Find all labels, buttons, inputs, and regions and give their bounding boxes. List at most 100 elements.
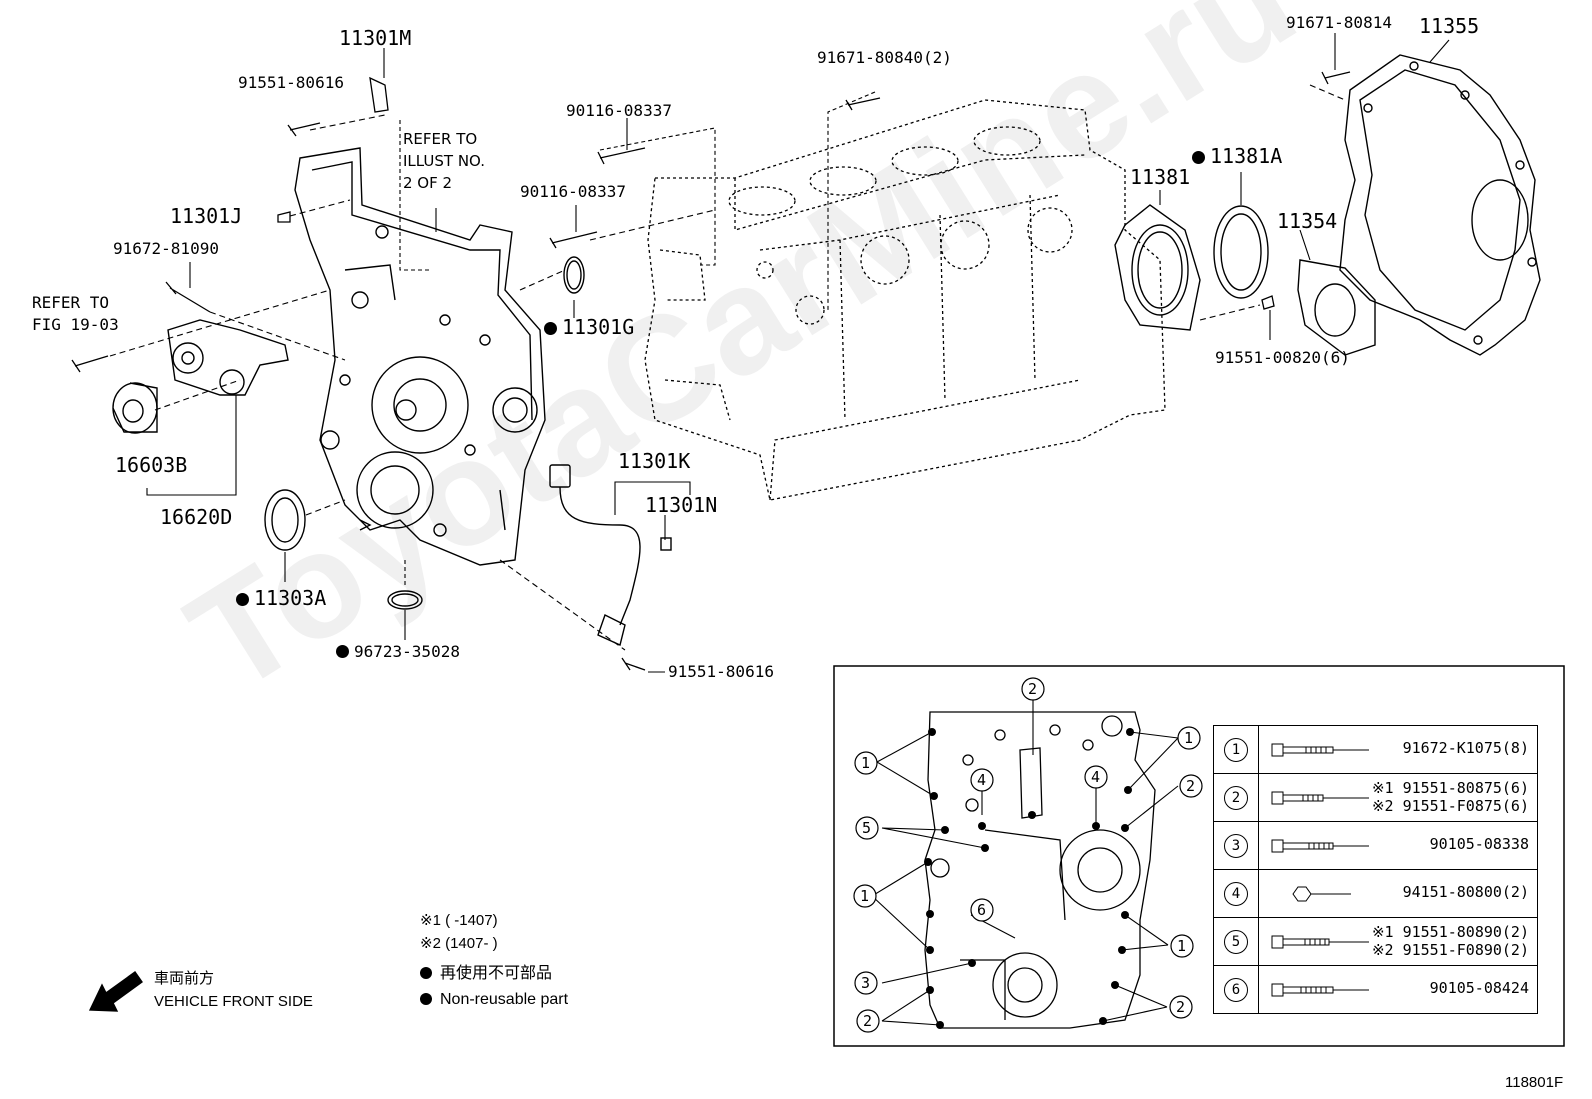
- label-11301N[interactable]: 11301N: [645, 493, 718, 517]
- legend-num-cell: 5: [1213, 917, 1259, 966]
- legend-part-number: 90105-08338: [1429, 835, 1529, 853]
- legend-part-cell: 90105-08338: [1258, 821, 1538, 870]
- legend-row[interactable]: 1 91672-K1075(8): [1213, 725, 1538, 774]
- legend-num-cell: 4: [1213, 869, 1259, 918]
- legend-part-cell: ※1 91551-80875(6) ※2 91551-F0875(6): [1258, 773, 1538, 822]
- bolt-icon: [1271, 935, 1369, 948]
- inset-callout-2b: 2: [1186, 777, 1196, 795]
- legend-row[interactable]: 4 94151-80800(2): [1213, 869, 1538, 918]
- inset-cover-drawing: [924, 711, 1156, 1029]
- label-90116-08337-b[interactable]: 90116-08337: [520, 182, 626, 201]
- label-91551-80616-bottom[interactable]: 91551-80616: [668, 662, 774, 681]
- legend-part-number: ※2 91551-F0890(2): [1371, 941, 1529, 959]
- label-11301J[interactable]: 11301J: [170, 204, 243, 228]
- label-11381A[interactable]: 11381A: [1192, 145, 1282, 167]
- seal-11303A: [264, 489, 306, 551]
- seals: [264, 54, 1541, 610]
- label-11301M[interactable]: 11301M: [339, 26, 412, 50]
- legend-num-cell: 6: [1213, 965, 1259, 1014]
- inset-callout-1a: 1: [861, 754, 871, 772]
- label-91671-80814[interactable]: 91671-80814: [1286, 13, 1392, 32]
- legend-num-cell: 3: [1213, 821, 1259, 870]
- non-reusable-jp: 再使用不可部品: [420, 965, 552, 983]
- label-91551-80616-top[interactable]: 91551-80616: [238, 73, 344, 92]
- vehicle-front-en: VEHICLE FRONT SIDE: [154, 993, 313, 1010]
- legend-num: 5: [1224, 929, 1248, 954]
- inset-bolt-dots: [924, 728, 1134, 1029]
- inset-callout-2d: 2: [1176, 998, 1186, 1016]
- bolt-icon: [1271, 839, 1369, 852]
- legend-num-cell: 2: [1213, 773, 1259, 822]
- legend-part-cell: ※1 91551-80890(2) ※2 91551-F0890(2): [1258, 917, 1538, 966]
- bullet-icon: [420, 967, 432, 979]
- label-refer-illust-3: 2 OF 2: [403, 174, 453, 192]
- bullet-icon: [420, 993, 432, 1005]
- label-11301K[interactable]: 11301K: [618, 449, 691, 473]
- inset-callout-4a: 4: [977, 771, 987, 789]
- label-refer-illust-2: ILLUST NO.: [403, 152, 486, 170]
- non-reusable-jp-text: 再使用不可部品: [440, 965, 553, 982]
- non-reusable-en: Non-reusable part: [420, 991, 568, 1009]
- label-90116-08337-a[interactable]: 90116-08337: [566, 101, 672, 120]
- inset-frame: [833, 665, 1565, 1047]
- label-96723-35028[interactable]: 96723-35028: [336, 643, 460, 661]
- oring-11301G: [563, 256, 585, 294]
- label-11354[interactable]: 11354: [1277, 209, 1338, 233]
- bolt-legend-table: 1 91672-K1075(8) 2 ※1 91551-80875(6) ※2 …: [1213, 725, 1538, 1014]
- bolt-icon: [1271, 743, 1369, 756]
- legend-num: 2: [1224, 785, 1248, 810]
- oring-96723-35028: [387, 590, 423, 610]
- legend-part-number: ※1 91551-80875(6): [1371, 779, 1529, 797]
- legend-part-cell: 91672-K1075(8): [1258, 725, 1538, 774]
- legend-part-cell: 94151-80800(2): [1258, 869, 1538, 918]
- legend-num: 6: [1224, 977, 1248, 1002]
- inset-callout-1b: 1: [1184, 729, 1194, 747]
- legend-part-number: ※1 91551-80890(2): [1371, 923, 1529, 941]
- legend-part-number: ※2 91551-F0875(6): [1371, 797, 1529, 815]
- bolts: [71, 71, 1351, 671]
- label-11301G[interactable]: 11301G: [544, 316, 634, 338]
- legend-row[interactable]: 3 90105-08338: [1213, 821, 1538, 870]
- front-arrow-icon: [88, 971, 143, 1012]
- seal-11381A: [1213, 205, 1269, 299]
- label-refer-illust-1: REFER TO: [403, 130, 478, 148]
- legend-num-cell: 1: [1213, 725, 1259, 774]
- non-reusable-en-text: Non-reusable part: [440, 991, 569, 1008]
- legend-row[interactable]: 6 90105-08424: [1213, 965, 1538, 1014]
- tensioner-assembly: [112, 319, 289, 434]
- label-11355[interactable]: 11355: [1419, 14, 1480, 38]
- label-16603B[interactable]: 16603B: [115, 453, 188, 477]
- label-91672-81090[interactable]: 91672-81090: [113, 239, 219, 258]
- bolt-icon: [1271, 791, 1369, 804]
- nut-icon: [1292, 886, 1351, 901]
- label-91671-80840[interactable]: 91671-80840(2): [817, 48, 952, 67]
- leader-lines: [109, 33, 1450, 673]
- label-16620D[interactable]: 16620D: [160, 505, 233, 529]
- inset-callout-2c: 2: [863, 1012, 873, 1030]
- legend-part-number: 94151-80800(2): [1402, 883, 1529, 901]
- bolt-icon: [1271, 983, 1369, 996]
- vehicle-front-jp: 車両前方: [154, 970, 215, 987]
- inset-leaders: [871, 700, 1179, 1026]
- note-1: ※1 ( -1407): [420, 912, 498, 929]
- engine-block-outline: [644, 99, 1166, 501]
- inset-callout-3: 3: [861, 974, 871, 992]
- legend-row[interactable]: 5 ※1 91551-80890(2) ※2 91551-F0890(2): [1213, 917, 1538, 966]
- timing-cover: [294, 147, 546, 566]
- legend-row[interactable]: 2 ※1 91551-80875(6) ※2 91551-F0875(6): [1213, 773, 1538, 822]
- inset-callout-circles: [853, 677, 1203, 1033]
- legend-part-number: 90105-08424: [1429, 979, 1529, 997]
- inset-callout-4b: 4: [1091, 768, 1101, 786]
- label-11303A[interactable]: 11303A: [236, 587, 326, 609]
- label-11381[interactable]: 11381: [1130, 165, 1191, 189]
- legend-num: 1: [1224, 737, 1248, 762]
- inset-callout-2a: 2: [1028, 680, 1038, 698]
- inset-callout-1d: 1: [1177, 937, 1187, 955]
- label-91551-00820[interactable]: 91551-00820(6): [1215, 348, 1350, 367]
- legend-part-cell: 90105-08424: [1258, 965, 1538, 1014]
- inset-callout-6: 6: [977, 901, 987, 919]
- sensor-harness-11301K: [549, 464, 672, 646]
- note-2: ※2 (1407- ): [420, 935, 498, 952]
- legend-num: 4: [1224, 881, 1248, 906]
